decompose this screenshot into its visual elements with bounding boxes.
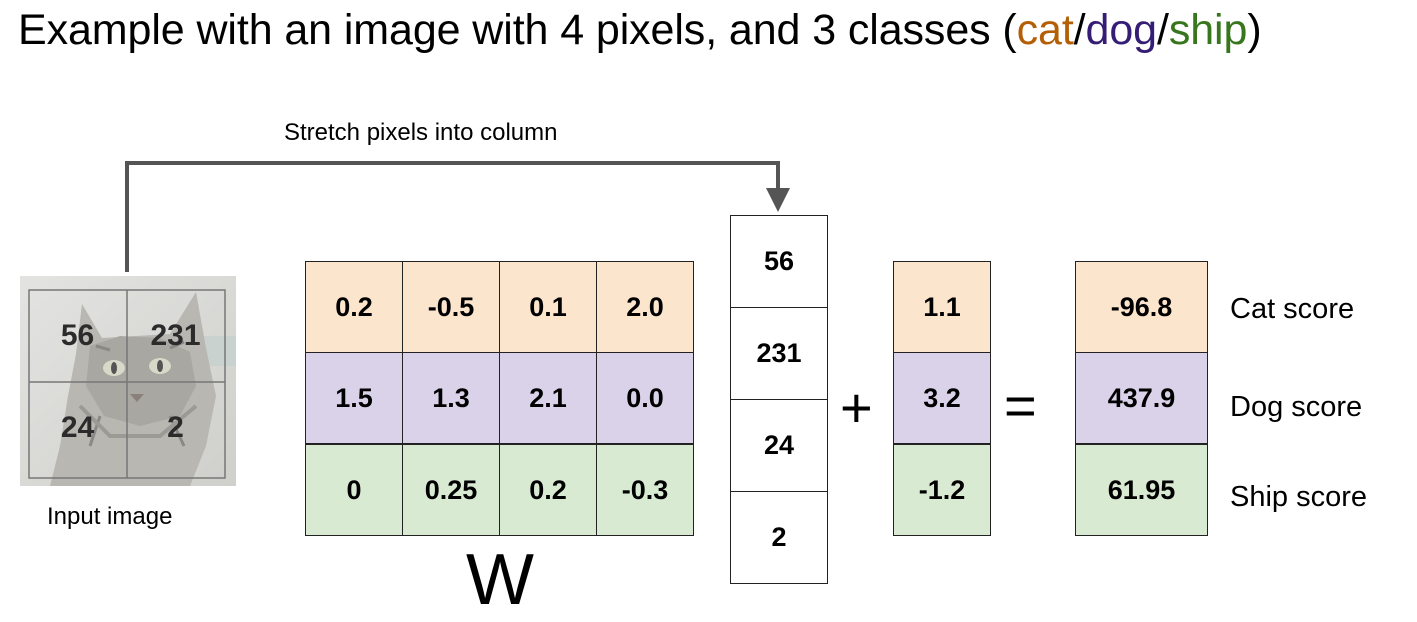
slide-title: Example with an image with 4 pixels, and… [18,4,1262,56]
weight-matrix-label: W [466,540,534,620]
pixel-3: 24 [60,411,95,444]
title-dog: dog [1085,6,1158,54]
w-cell: 0.25 [402,444,500,536]
w-cell: -0.5 [402,261,500,353]
w-cell: 0.2 [305,261,403,353]
bias-cell: 1.1 [893,261,991,353]
w-cell: 2.1 [499,352,597,444]
plus-sign: + [840,376,873,439]
stretch-label: Stretch pixels into column [284,119,558,146]
title-prefix: Example with an image with 4 pixels, and… [18,6,1017,54]
w-cell: 0.1 [499,261,597,353]
w-cell: 2.0 [596,261,694,353]
input-image: 56 231 24 2 [20,276,236,486]
title-cat: cat [1016,6,1074,54]
cat-photo [20,276,236,486]
column-cell: 231 [730,307,828,400]
title-sep-2: / [1156,6,1169,54]
pixel-2: 231 [150,319,201,352]
w-cell: 0 [305,444,403,536]
score-cell: 437.9 [1075,352,1208,444]
score-cell: -96.8 [1075,261,1208,353]
title-suffix: ) [1247,6,1262,54]
score-cell: 61.95 [1075,444,1208,536]
w-cell: 0.2 [499,444,597,536]
dog-score-label: Dog score [1230,391,1363,423]
cat-score-label: Cat score [1230,293,1355,325]
title-sep-1: / [1073,6,1086,54]
ship-score-label: Ship score [1230,481,1368,513]
input-image-label: Input image [47,503,173,530]
column-cell: 2 [730,491,828,584]
column-cell: 24 [730,399,828,492]
w-cell: 1.5 [305,352,403,444]
pixel-1: 56 [60,319,95,352]
bias-cell: 3.2 [893,352,991,444]
w-cell: 1.3 [402,352,500,444]
w-cell: 0.0 [596,352,694,444]
bias-cell: -1.2 [893,444,991,536]
w-cell: -0.3 [596,444,694,536]
equals-sign: = [1004,374,1037,437]
title-ship: ship [1168,6,1248,54]
column-cell: 56 [730,215,828,308]
pixel-4: 2 [167,411,184,444]
